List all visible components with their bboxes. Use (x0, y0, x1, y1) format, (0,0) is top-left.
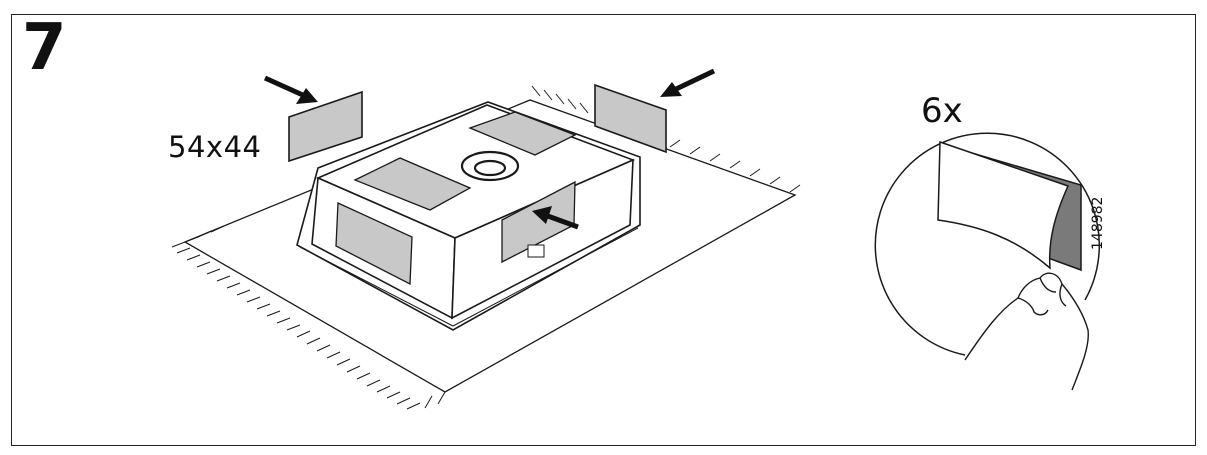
peeling-pad (937, 140, 1082, 272)
drain-hole (460, 150, 520, 182)
step-number: 7 (22, 11, 67, 85)
quantity-label: 6x (921, 91, 963, 131)
pad-dimensions-label: 54x44 (168, 130, 262, 164)
placement-arrows (263, 68, 716, 230)
loose-pads (288, 83, 667, 163)
instruction-frame (11, 14, 1196, 446)
hand-icon (964, 272, 1089, 391)
sink-label (527, 244, 545, 258)
